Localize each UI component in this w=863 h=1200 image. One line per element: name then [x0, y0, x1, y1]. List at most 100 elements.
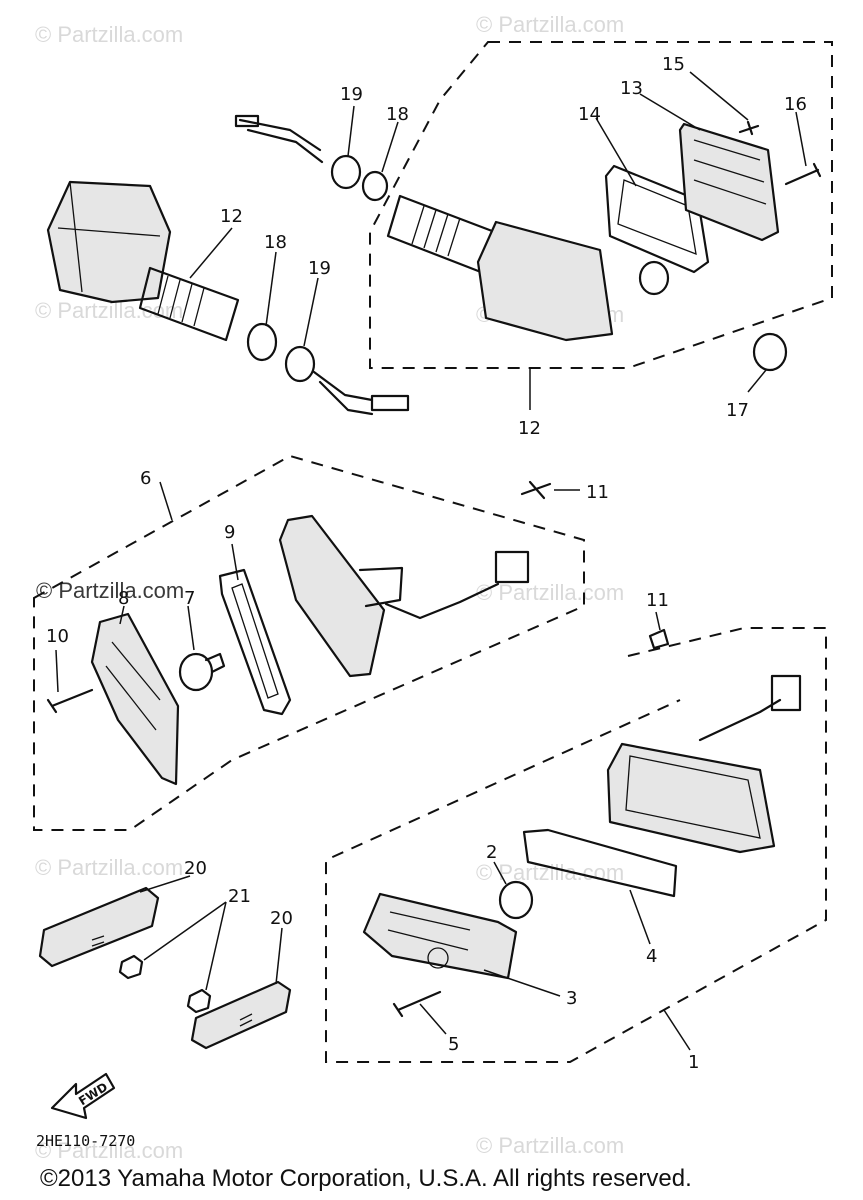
- flasher-lens-right: [476, 220, 614, 342]
- leader-16: [795, 111, 807, 167]
- leader-7: [187, 605, 195, 651]
- connector-right: [234, 114, 260, 128]
- callout-16: 16: [784, 94, 807, 115]
- diagram-code: 2HE110-7270: [36, 1132, 135, 1150]
- lens-3: [362, 892, 518, 980]
- fwd-arrow-icon: [50, 1072, 116, 1120]
- watermark-2: © Partzilla.com: [476, 12, 624, 37]
- callout-1: 1: [688, 1052, 699, 1073]
- flasher-stem-left: [138, 266, 240, 342]
- connector-6: [494, 550, 530, 584]
- grommet-19-right: [330, 154, 362, 190]
- watermark-6: © Partzilla.com: [476, 580, 624, 605]
- flasher-lens-left: [46, 180, 172, 304]
- flasher-assembly-6: [33, 454, 585, 831]
- callout-12b: 12: [518, 418, 541, 439]
- callout-9: 9: [224, 522, 235, 543]
- leader-19a: [303, 277, 319, 347]
- lens-3-ribs: [387, 911, 471, 951]
- bulb-upper: [638, 260, 670, 296]
- callout-3: 3: [566, 988, 577, 1009]
- stem-threads-right: [411, 205, 461, 257]
- fwd-label: FWD: [76, 1080, 110, 1109]
- callout-7: 7: [184, 588, 195, 609]
- screw-11b: [648, 628, 670, 650]
- flasher-lens-left-facets: [57, 181, 161, 293]
- leader-3: [483, 969, 561, 997]
- callout-15: 15: [662, 54, 685, 75]
- screw-5: [392, 990, 442, 1018]
- leader-14: [595, 117, 637, 187]
- leader-20b: [275, 927, 283, 985]
- callout-14: 14: [578, 104, 601, 125]
- flasher-assembly-front: [46, 41, 833, 416]
- leader-5: [419, 1003, 447, 1035]
- callout-18a: 18: [264, 232, 287, 253]
- callout-18b: 18: [386, 104, 409, 125]
- leader-21: [143, 901, 227, 991]
- copyright-notice: ©2013 Yamaha Motor Corporation, U.S.A. A…: [40, 1165, 692, 1192]
- fwd-arrow: FWD: [50, 1072, 116, 1120]
- wire-left: [312, 370, 374, 416]
- callout-20a: 20: [184, 858, 207, 879]
- leader-11b: [655, 611, 661, 631]
- socket-6: [358, 566, 404, 608]
- gasket-9-inner: [231, 583, 279, 699]
- watermark-7: © Partzilla.com: [35, 855, 183, 880]
- leader-4: [629, 889, 651, 945]
- bulb-2: [498, 880, 534, 920]
- leader-1: [663, 1009, 691, 1051]
- leader-17: [747, 369, 767, 393]
- reflector-20a-stud: [91, 935, 105, 947]
- watermark-1: © Partzilla.com: [35, 22, 183, 47]
- lens-8-ribs: [105, 641, 161, 731]
- bulb-17: [752, 332, 788, 372]
- bulb-7-base: [204, 652, 226, 674]
- gasket-9: [218, 568, 292, 716]
- leader-20a: [139, 875, 191, 893]
- flasher-assembly-1: [325, 611, 827, 1063]
- callout-21: 21: [228, 886, 251, 907]
- connector-left: [370, 394, 410, 412]
- callout-12a: 12: [220, 206, 243, 227]
- callout-11b: 11: [646, 590, 669, 611]
- grommet-19-left: [284, 345, 316, 383]
- watermark-5: © Partzilla.com: [36, 578, 184, 603]
- stem-threads-left: [157, 275, 205, 327]
- callout-13: 13: [620, 78, 643, 99]
- reflector-20a: [38, 886, 160, 968]
- lens-13-ribs: [693, 139, 767, 205]
- leader-2: [493, 861, 507, 885]
- group-box-1: [325, 627, 827, 1063]
- nut-21b: [186, 988, 212, 1014]
- leader-8: [119, 605, 125, 625]
- gasket-14-inner: [617, 179, 697, 256]
- lens-8: [90, 612, 180, 786]
- nut-18-left: [246, 322, 278, 362]
- nut-18-right: [361, 170, 389, 202]
- nut-21a: [118, 954, 144, 980]
- callout-20b: 20: [270, 908, 293, 929]
- screw-11a: [520, 480, 552, 500]
- lens-3-emblem: [427, 947, 449, 969]
- wire-1: [698, 698, 782, 742]
- connector-1: [770, 674, 802, 712]
- callout-6: 6: [140, 468, 151, 489]
- group-box-12-right: [369, 41, 833, 369]
- reflector-group: [38, 875, 292, 1050]
- leader-12a: [189, 227, 233, 279]
- leader-15: [689, 71, 749, 121]
- reflector-20b-mark: [239, 1013, 253, 1027]
- housing-1-inner: [625, 755, 761, 839]
- leader-9: [231, 543, 239, 581]
- watermark-8: © Partzilla.com: [476, 860, 624, 885]
- leader-6: [159, 481, 173, 521]
- gasket-4: [522, 828, 678, 898]
- flasher-housing-1: [606, 742, 776, 854]
- leader-19b: [347, 105, 355, 157]
- watermark-10: © Partzilla.com: [476, 1133, 624, 1158]
- wire-6: [384, 582, 500, 620]
- callouts: 19 18 15 13 16 14 12 18 19 12 17 6 11 9 …: [46, 54, 807, 1073]
- wire-right: [238, 118, 324, 164]
